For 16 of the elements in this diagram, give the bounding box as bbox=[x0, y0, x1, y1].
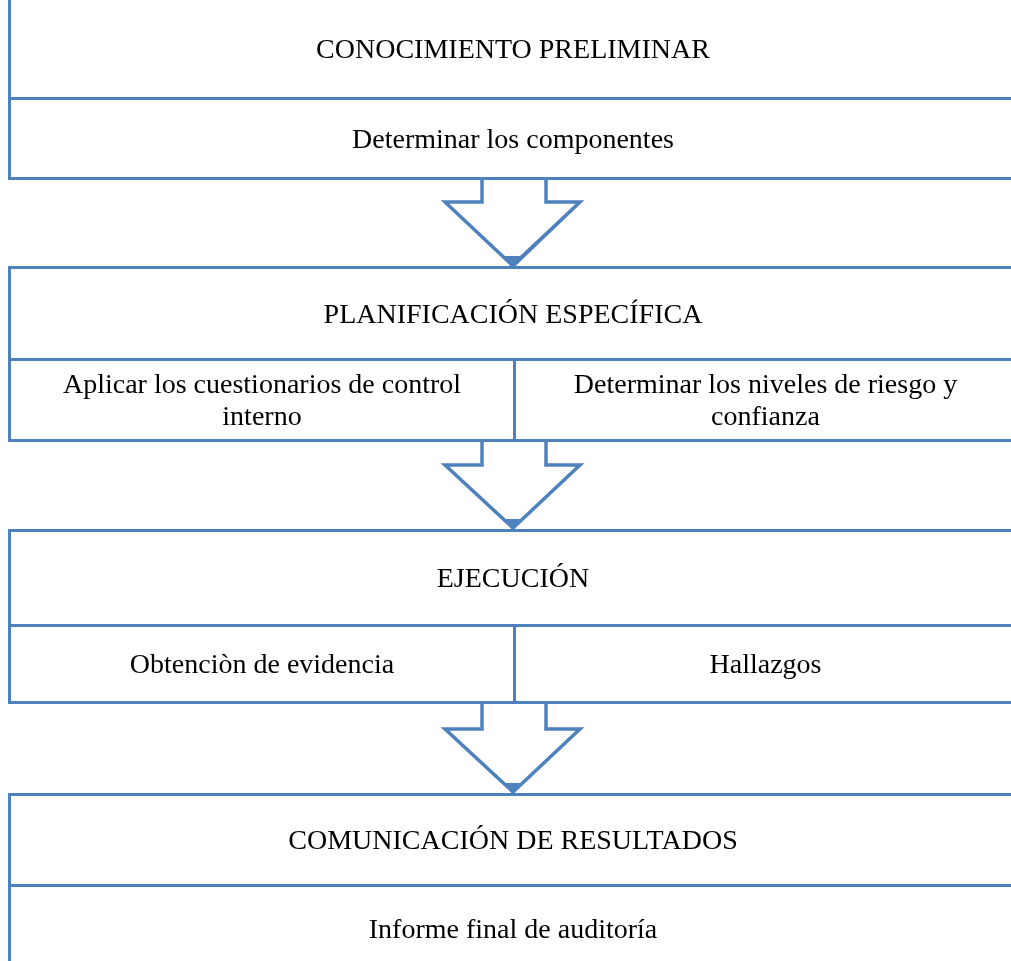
stage-title: CONOCIMIENTO PRELIMINAR bbox=[316, 32, 710, 65]
task-text: Informe final de auditoría bbox=[368, 913, 658, 945]
stage-title: COMUNICACIÓN DE RESULTADOS bbox=[288, 824, 738, 856]
task-box bbox=[8, 624, 516, 704]
task-text: Hallazgos bbox=[709, 648, 822, 680]
task-box bbox=[8, 358, 516, 442]
task-text: Determinar los componentes bbox=[352, 122, 674, 155]
stage-title: EJECUCIÓN bbox=[436, 562, 590, 594]
stage-title: PLANIFICACIÓN ESPECÍFICA bbox=[323, 297, 703, 330]
stage-header-box bbox=[8, 266, 1011, 361]
task-text: Obtenciòn de evidencia bbox=[129, 648, 395, 680]
stage-header-box bbox=[8, 529, 1011, 627]
stage-header-box bbox=[8, 793, 1011, 887]
task-text: Aplicar los cuestionarios de control interno bbox=[61, 368, 463, 432]
task-box bbox=[8, 97, 1011, 180]
task-text: Determinar los niveles de riesgo y confianza bbox=[572, 368, 959, 432]
